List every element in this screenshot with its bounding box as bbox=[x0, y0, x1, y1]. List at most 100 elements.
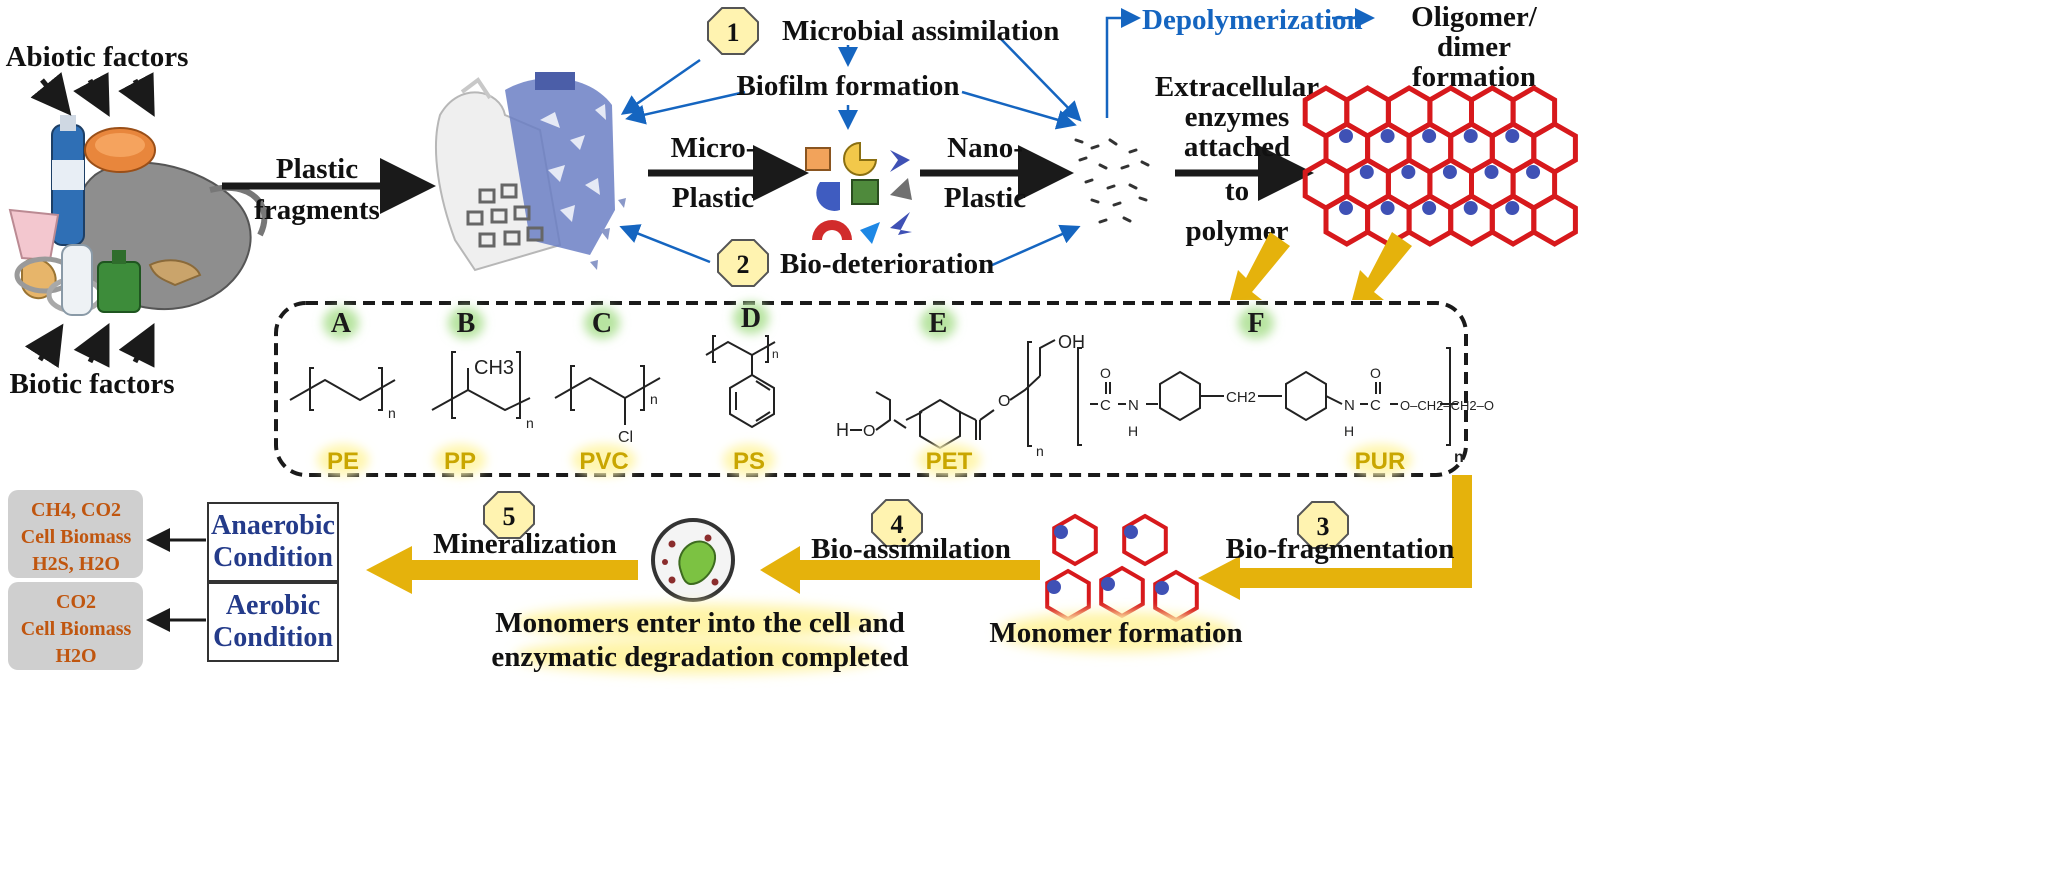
step-5-label: Mineralization bbox=[433, 528, 617, 560]
step-3-badge: 3 bbox=[1297, 501, 1349, 549]
plastic-bag-bottle-image bbox=[435, 72, 626, 272]
biofilm-formation-label: Biofilm formation bbox=[736, 70, 959, 102]
pvc-n: n bbox=[650, 391, 658, 407]
pur-n1: N bbox=[1128, 397, 1139, 414]
pet-o1: O bbox=[863, 423, 875, 440]
structure-pe bbox=[289, 367, 396, 411]
structure-pp bbox=[431, 351, 531, 419]
oligomer-node bbox=[1505, 129, 1520, 143]
structure-pvc bbox=[554, 365, 661, 425]
pet-o2: O bbox=[998, 393, 1010, 410]
pur-h1: H bbox=[1128, 423, 1138, 439]
pvc-cl: Cl bbox=[618, 429, 633, 446]
structure-pur bbox=[1077, 347, 1458, 446]
oligomer-node bbox=[1380, 201, 1395, 215]
step-2-badge: 2 bbox=[717, 239, 769, 287]
anaerobic-label-1: Anaerobic bbox=[211, 510, 335, 541]
step-4-badge: 4 bbox=[871, 499, 923, 547]
monomer-node bbox=[1054, 525, 1068, 539]
aerobic-product-3: H2O bbox=[55, 645, 96, 667]
oligomer-label-1: Oligomer/ bbox=[1411, 1, 1538, 33]
step-1-label: Microbial assimilation bbox=[782, 15, 1059, 47]
micro-label: Micro- bbox=[671, 132, 756, 164]
nano-label: Nano- bbox=[947, 132, 1023, 164]
aerobic-label-1: Aerobic bbox=[226, 590, 320, 621]
oligomer-hex-network bbox=[1302, 85, 1578, 247]
pur-o2: O bbox=[1370, 365, 1381, 381]
monomer-hex bbox=[1122, 513, 1168, 567]
depolymerization-label: Depolymerization bbox=[1142, 4, 1363, 36]
letter-a: A bbox=[331, 308, 352, 339]
abbr-pp: PP bbox=[444, 448, 476, 475]
oligomer-node bbox=[1505, 201, 1520, 215]
pet-h: H bbox=[836, 420, 849, 440]
monomer-node bbox=[1124, 525, 1138, 539]
pe-n: n bbox=[388, 405, 396, 421]
oligomer-hex bbox=[1531, 193, 1578, 247]
monomer-hex bbox=[1052, 513, 1098, 567]
structure-pet bbox=[850, 339, 1056, 450]
polymer-letters: A B C D E F bbox=[323, 302, 1274, 339]
anaerobic-product-1: CH4, CO2 bbox=[31, 499, 121, 521]
step-5-badge: 5 bbox=[483, 491, 535, 539]
abbr-pet: PET bbox=[926, 448, 973, 475]
monomer-hex bbox=[1045, 568, 1091, 622]
pp-ch3: CH3 bbox=[474, 357, 514, 379]
monomer-node bbox=[1101, 577, 1115, 591]
monomer-node bbox=[1155, 581, 1169, 595]
letter-f: F bbox=[1247, 308, 1264, 339]
aerobic-product-1: CO2 bbox=[56, 591, 96, 613]
fragments-label: fragments bbox=[254, 194, 380, 226]
oligomer-node bbox=[1359, 165, 1374, 179]
anaerobic-product-2: Cell Biomass bbox=[21, 526, 132, 548]
oligomer-node bbox=[1442, 165, 1457, 179]
anaerobic-products-box bbox=[8, 490, 143, 578]
biotic-factors-label: Biotic factors bbox=[9, 368, 174, 400]
pur-n: n bbox=[1454, 449, 1464, 466]
oligomer-node bbox=[1339, 201, 1353, 215]
nano-plastic-label: Plastic bbox=[944, 182, 1026, 214]
step-4-label: Bio-assimilation bbox=[811, 533, 1011, 565]
letter-c: C bbox=[592, 308, 612, 339]
pet-n: n bbox=[1036, 443, 1044, 459]
anaerobic-product-3: H2S, H2O bbox=[32, 553, 120, 575]
svg-text:5: 5 bbox=[503, 502, 516, 531]
biotic-arrows bbox=[24, 323, 155, 369]
letter-d: D bbox=[741, 303, 761, 334]
pur-n2: N bbox=[1344, 397, 1355, 414]
pur-h2: H bbox=[1344, 423, 1354, 439]
nanoplastic-particles bbox=[1074, 138, 1150, 224]
condition-arrows bbox=[146, 528, 206, 632]
pur-o1: O bbox=[1100, 365, 1111, 381]
aerobic-label-2: Condition bbox=[213, 622, 333, 653]
pur-c1: C bbox=[1100, 397, 1111, 414]
micro-plastic-label: Plastic bbox=[672, 182, 754, 214]
abbr-pur: PUR bbox=[1355, 448, 1406, 475]
polymer-abbreviations: PE PP PVC PS PET PUR bbox=[317, 444, 1412, 476]
biofilm-network-arrows bbox=[619, 8, 1375, 268]
pp-n: n bbox=[526, 415, 534, 431]
oligomer-node bbox=[1463, 201, 1478, 215]
oligomer-node bbox=[1339, 129, 1353, 143]
anaerobic-label-2: Condition bbox=[213, 542, 333, 573]
svg-text:3: 3 bbox=[1317, 512, 1330, 541]
letter-b: B bbox=[457, 308, 476, 339]
microbial-cell bbox=[651, 518, 735, 602]
plastic-label: Plastic bbox=[276, 153, 358, 185]
pur-ch2: CH2 bbox=[1226, 389, 1256, 406]
monomer-hex bbox=[1153, 569, 1199, 623]
oligomer-node bbox=[1526, 165, 1541, 179]
step-1-badge: 1 bbox=[707, 7, 759, 55]
monomers-enter-line-2: enzymatic degradation completed bbox=[491, 641, 908, 673]
oligomer-node bbox=[1380, 129, 1395, 143]
oligomer-node bbox=[1422, 201, 1437, 215]
ps-n: n bbox=[772, 347, 779, 361]
aerobic-product-2: Cell Biomass bbox=[21, 618, 132, 640]
polymer-structures-box bbox=[274, 301, 1468, 477]
svg-text:2: 2 bbox=[737, 250, 750, 279]
svg-text:4: 4 bbox=[891, 510, 904, 539]
monomers-enter-line-1: Monomers enter into the cell and bbox=[495, 607, 904, 639]
oligomer-label-3: formation bbox=[1412, 61, 1536, 93]
monomer-hex bbox=[1099, 565, 1145, 619]
